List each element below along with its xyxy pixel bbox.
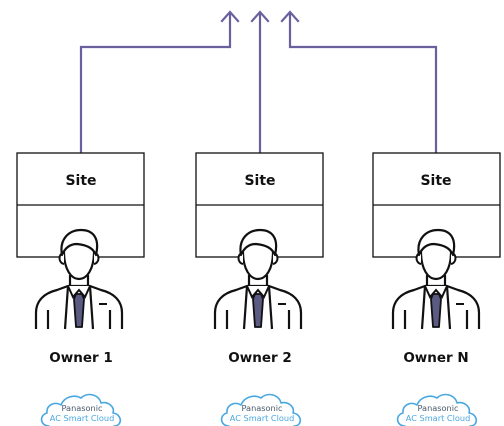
connector-lines: [79, 13, 438, 153]
cloud-brand: Panasonic: [241, 403, 282, 413]
up-arrow-icon: [220, 10, 240, 23]
cloud-icon: Panasonic AC Smart Cloud: [220, 393, 302, 426]
cloud-service: AC Smart Cloud: [406, 413, 471, 423]
cloud-icon: Panasonic AC Smart Cloud: [40, 393, 122, 426]
cloud-service: AC Smart Cloud: [50, 413, 115, 423]
arrowheads: [220, 10, 300, 23]
cloud-brand: Panasonic: [417, 403, 458, 413]
owner-label: Owner 1: [49, 350, 112, 366]
site-label: Site: [420, 173, 451, 189]
site-box-3: Site: [372, 152, 501, 258]
cloud-icon: Panasonic AC Smart Cloud: [396, 393, 478, 426]
site-label: Site: [65, 173, 96, 189]
cloud-brand: Panasonic: [61, 403, 102, 413]
up-arrow-icon: [250, 10, 270, 23]
connector-line-left: [79, 13, 232, 153]
owner-label: Owner N: [403, 350, 468, 366]
connector-line-right: [288, 13, 438, 153]
site-label: Site: [244, 173, 275, 189]
owner-label: Owner 2: [228, 350, 291, 366]
cloud-service: AC Smart Cloud: [230, 413, 295, 423]
up-arrow-icon: [280, 10, 300, 23]
